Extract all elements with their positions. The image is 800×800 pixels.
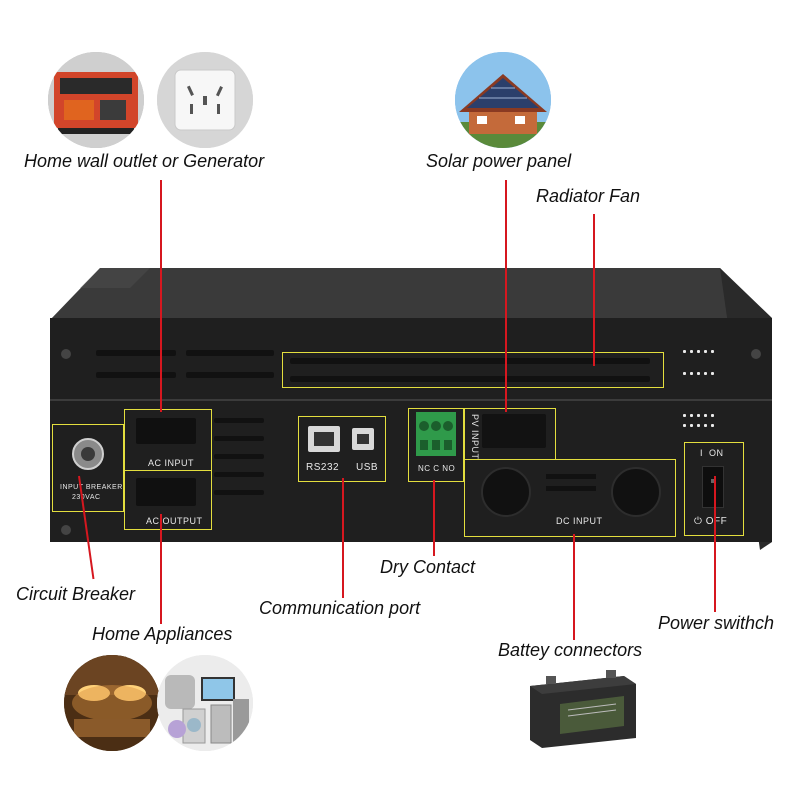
vent-slot (186, 350, 274, 356)
leader-home-appliances (160, 514, 162, 624)
vent-dot (711, 424, 714, 427)
vent-slot (290, 358, 650, 364)
vent-dot (697, 350, 700, 353)
solar-thumbnail (455, 52, 551, 148)
callout-radiator-fan: Radiator Fan (536, 186, 641, 206)
generator-thumbnail (48, 52, 144, 148)
vent-dot (697, 414, 700, 417)
ac-output-socket (136, 478, 196, 506)
vent-dot (704, 350, 707, 353)
vent-slot (96, 372, 176, 378)
power-rocker-switch[interactable] (702, 466, 724, 508)
leader-solar (505, 180, 507, 412)
pv-input-label: PV INPUT (470, 414, 480, 460)
usb-port (352, 428, 374, 450)
vent-dot (704, 372, 707, 375)
vent-dot (683, 372, 686, 375)
breaker-knob (72, 438, 104, 470)
leader-radiator-fan (593, 214, 595, 366)
rs232-port (308, 426, 340, 452)
vent-dot (690, 372, 693, 375)
callout-communication-port: Communication port (259, 598, 421, 618)
vent-slot (214, 418, 264, 423)
vent-dot (690, 424, 693, 427)
ac-input-socket (136, 418, 196, 444)
vent-slot (214, 472, 264, 477)
vent-slot (214, 454, 264, 459)
radiator-fan-highlight (282, 352, 664, 388)
switch-off-label: ⏻ OFF (694, 516, 727, 527)
power-icon: ⏻ (694, 516, 703, 527)
dc-input-highlight (464, 459, 676, 537)
lamp-icon (64, 655, 160, 751)
vent-dot (711, 414, 714, 417)
leader-communication-port (342, 478, 344, 598)
wall-socket-icon (157, 52, 253, 148)
vent-dot (690, 350, 693, 353)
vent-dot (697, 424, 700, 427)
callout-dry-contact: Dry Contact (380, 557, 476, 577)
dry-contact-pins-label: NC C NO (418, 464, 456, 473)
vent-dot (683, 350, 686, 353)
callout-battery-connectors: Battey connectors (498, 640, 643, 660)
appliances-thumbnail (157, 655, 253, 751)
callout-circuit-breaker: Circuit Breaker (16, 584, 136, 604)
leader-battery-connectors (573, 534, 575, 640)
dc-input-terminals (481, 467, 661, 517)
leader-power-switch (714, 476, 716, 612)
vent-dot (711, 372, 714, 375)
callout-home-wall-outlet: Home wall outlet or Generator (24, 151, 265, 171)
usb-label: USB (356, 462, 379, 473)
lamp-thumbnail (64, 655, 160, 751)
dry-contact-terminal (416, 412, 456, 456)
ac-output-highlight (124, 470, 212, 530)
leader-dry-contact (433, 480, 435, 556)
vent-dot (711, 350, 714, 353)
vent-slot (186, 372, 274, 378)
solar-house-icon (455, 52, 551, 148)
vent-dot (697, 372, 700, 375)
input-breaker-label: INPUT BREAKER (60, 484, 123, 491)
switch-on-label: I ON (700, 448, 724, 458)
dry-contact-highlight (408, 408, 464, 482)
circuit-breaker-highlight (52, 424, 124, 512)
wall-socket-thumbnail (157, 52, 253, 148)
callout-home-appliances: Home Appliances (92, 624, 233, 644)
rs232-label: RS232 (306, 462, 340, 473)
vent-dot (704, 414, 707, 417)
vent-slot (290, 376, 650, 382)
dc-input-label: DC INPUT (556, 516, 603, 526)
vent-dot (683, 414, 686, 417)
vent-dot (704, 424, 707, 427)
vent-dot (690, 414, 693, 417)
vent-dot (683, 424, 686, 427)
vent-slot (214, 490, 264, 495)
on-text: ON (709, 448, 724, 458)
leader-wall-outlet (160, 180, 162, 412)
input-breaker-voltage: 230VAC (72, 494, 101, 501)
ac-input-label: AC INPUT (148, 458, 195, 468)
ac-output-label: AC OUTPUT (146, 516, 203, 526)
vent-slot (96, 350, 176, 356)
vent-slot (214, 436, 264, 441)
callout-solar-panel: Solar power panel (426, 151, 572, 171)
appliances-icon (157, 655, 253, 751)
callout-power-switch: Power swithch (658, 613, 775, 633)
pv-input-socket (482, 414, 546, 448)
battery-icon (530, 670, 636, 748)
generator-icon (48, 52, 144, 148)
off-text: OFF (705, 516, 728, 527)
